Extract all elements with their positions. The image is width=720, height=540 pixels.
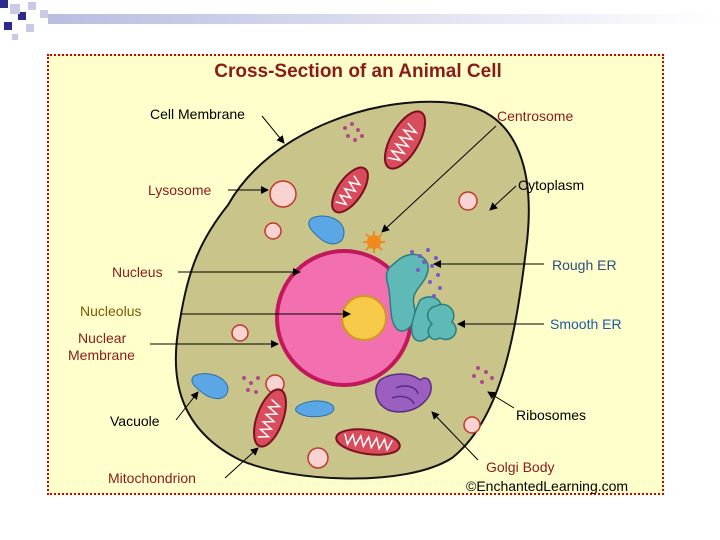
centrosome (363, 231, 385, 253)
label-nuclear-membrane-line1: Nuclear (78, 330, 127, 346)
label-mitochondrion: Mitochondrion (108, 470, 196, 486)
label-nucleus: Nucleus (112, 264, 163, 280)
smooth-er (426, 303, 457, 341)
credit-text: ©EnchantedLearning.com (466, 478, 628, 494)
ribosome-clusters (242, 122, 494, 394)
label-rough-er: Rough ER (552, 257, 617, 273)
label-ribosomes: Ribosomes (516, 407, 586, 423)
vacuoles (191, 215, 345, 418)
lysosomes (231, 180, 481, 469)
slide-corner-decoration (0, 0, 720, 42)
label-cell-membrane: Cell Membrane (150, 106, 245, 122)
label-golgi-body: Golgi Body (486, 459, 554, 475)
label-pointers (150, 115, 544, 479)
label-centrosome: Centrosome (497, 108, 573, 124)
label-lysosome: Lysosome (148, 182, 212, 198)
label-nucleolus: Nucleolus (80, 303, 141, 319)
label-nuclear-membrane-line2: Membrane (68, 347, 135, 363)
diagram-title: Cross-Section of an Animal Cell (214, 61, 502, 82)
label-vacuole: Vacuole (110, 413, 160, 429)
nucleolus (341, 295, 387, 341)
label-cytoplasm: Cytoplasm (518, 177, 584, 193)
label-smooth-er: Smooth ER (550, 316, 622, 332)
golgi-body (375, 373, 432, 413)
mitochondria (253, 110, 427, 456)
